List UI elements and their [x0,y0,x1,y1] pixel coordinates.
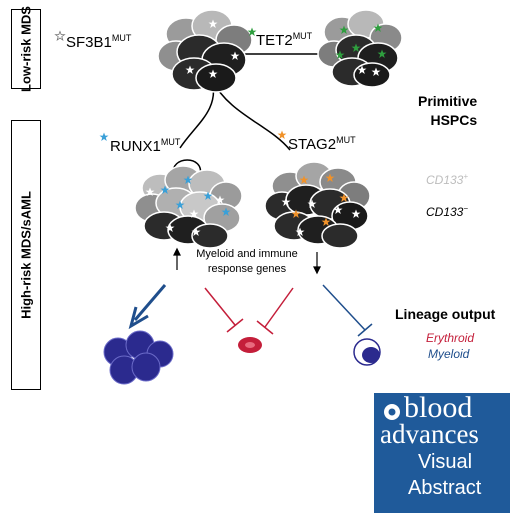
stag2-label: STAG2MUT [288,135,356,154]
cd133-negative-label: CD133− [426,204,469,220]
erythroid-legend: Erythroid [426,331,475,345]
logo-blood: blood [404,391,473,424]
inhibition-bar-icon [256,320,274,335]
runx1-cell-cluster [134,165,243,249]
star-mutation-icon [99,132,109,141]
myeloid-cell-cluster [103,330,174,385]
runx1-label: RUNX1MUT [110,137,181,156]
erythroid-inhibit-left [204,287,236,326]
high-risk-box: High-risk MDS/sAML [11,120,41,390]
low-risk-label: Low-risk MDS [18,6,34,92]
lineage-output-heading: Lineage output [395,306,496,322]
myeloid-immune-genes-label: Myeloid and immune response genes [196,248,298,275]
tet2-label: TET2MUT [256,31,313,50]
myeloid-arrow [133,284,167,321]
star-mutation-icon [55,31,65,41]
myeloid-legend: Myeloid [428,347,470,361]
sf3b1-label: SF3B1MUT [66,33,132,52]
logo-advances: advances [380,419,479,449]
logo-visual: Visual [418,451,473,473]
low-risk-box: Low-risk MDS [11,6,41,92]
stag2-cell-cluster [264,161,371,249]
sf3b1-cell-cluster [157,9,253,93]
erythroid-cell [238,337,262,353]
lineage-lines [128,284,373,337]
erythroid-inhibit-right [264,287,294,328]
myeloid-inhibit [322,284,366,331]
logo-abstract: Abstract [408,477,482,499]
expression-arrows [173,247,321,275]
tet2-cell-cluster [317,9,403,88]
blood-drop-logo-icon [384,404,400,420]
cd133-positive-label: CD133+ [426,172,469,188]
primitive-hspcs-heading: Primitive HSPCs [418,93,478,128]
high-risk-label: High-risk MDS/sAML [18,191,34,319]
star-mutation-icon [277,130,287,139]
myeloid-arrowhead [128,306,149,330]
myeloid-cell [353,338,381,366]
inhibition-bar-icon [357,323,373,337]
inhibition-bar-icon [226,318,244,333]
blood-advances-logo: blood advances Visual Abstract [374,391,510,513]
